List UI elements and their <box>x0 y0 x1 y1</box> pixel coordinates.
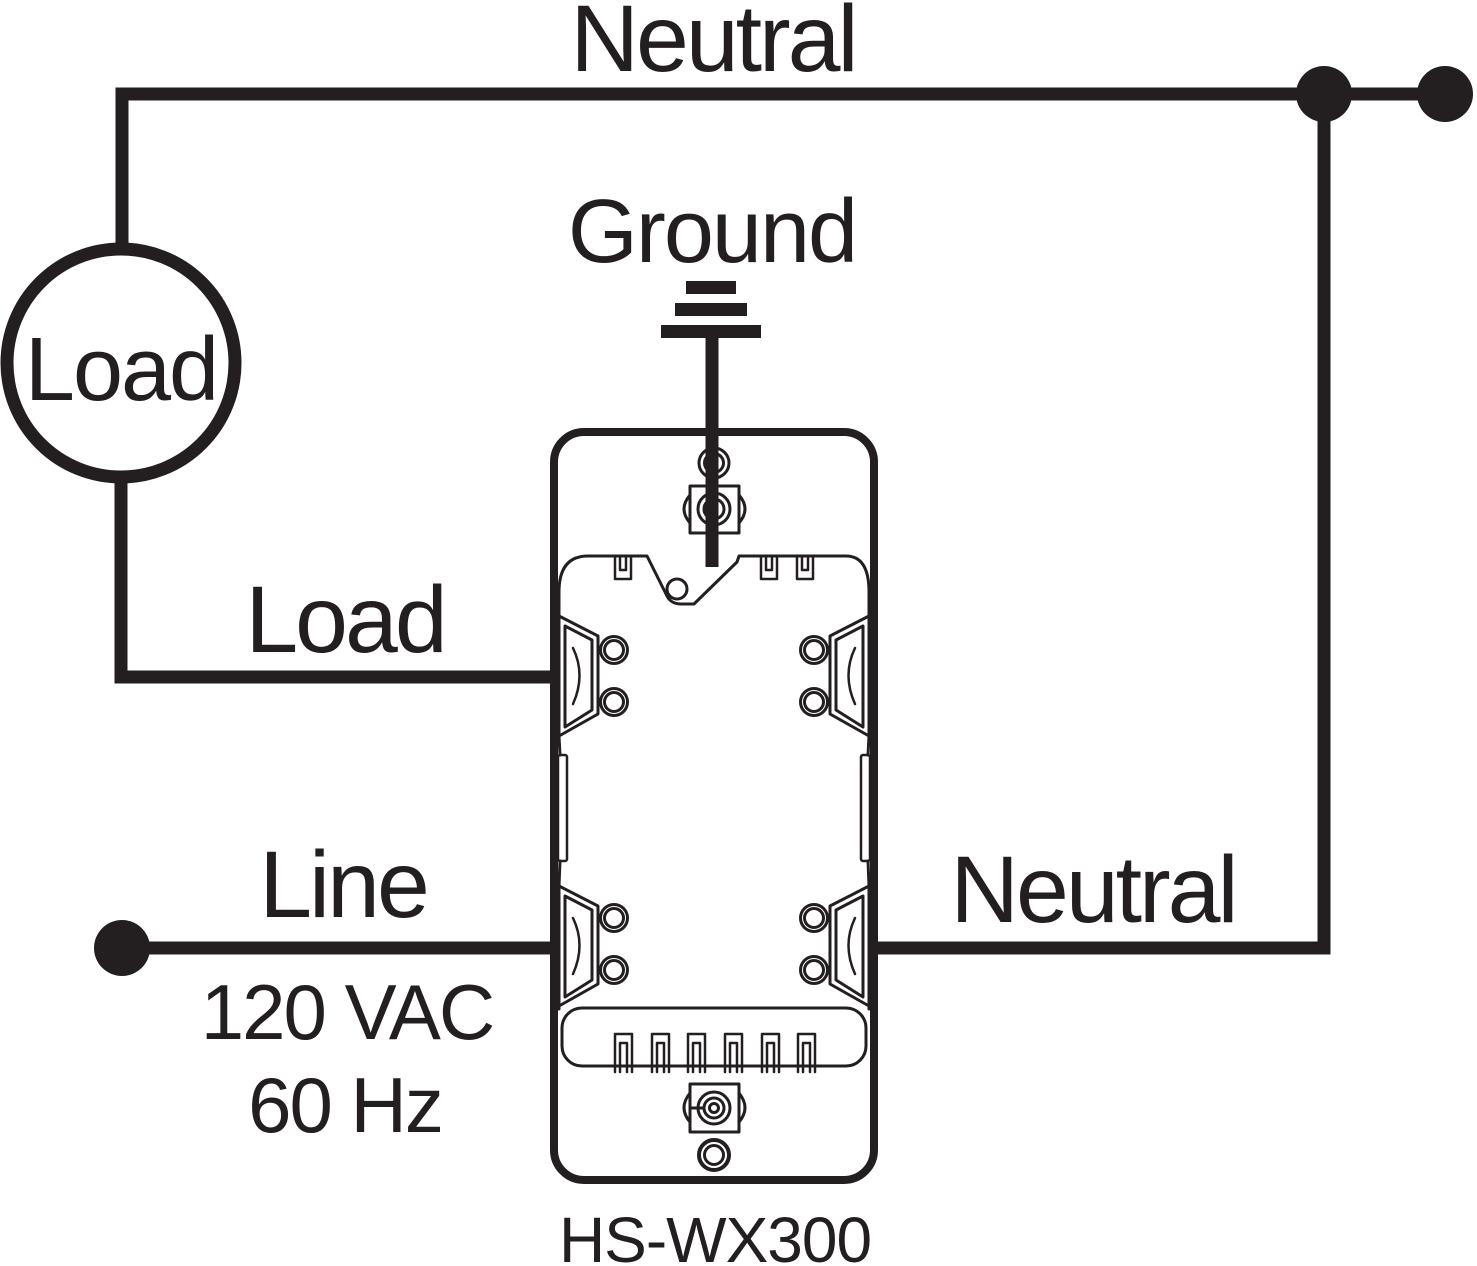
frequency-label: 60 Hz <box>248 1061 442 1149</box>
ground-symbol <box>661 281 761 338</box>
neutral-end-dot <box>1417 66 1473 122</box>
neutral-wire-top <box>115 87 1445 256</box>
ground-plate-hole <box>665 577 689 601</box>
load-wire <box>114 466 552 684</box>
ground-bar-medium <box>675 303 747 316</box>
load-terminal-label: Load <box>245 567 444 673</box>
voltage-label: 120 VAC <box>201 968 493 1056</box>
line-terminal-dot <box>94 920 150 976</box>
load-device-label: Load <box>25 320 217 420</box>
bottom-mounting-screw <box>682 1082 747 1134</box>
neutral-junction-dot <box>1296 66 1352 122</box>
terminal-screw-holes <box>599 635 829 985</box>
connector-strip <box>560 1006 868 1074</box>
ground-label: Ground <box>568 182 856 282</box>
neutral-terminal-label: Neutral <box>950 837 1235 943</box>
line-terminal-label: Line <box>259 832 427 938</box>
neutral-wire-right <box>876 94 1331 955</box>
yoke-plate <box>556 554 872 1011</box>
device-model-label: HS-WX300 <box>559 1204 871 1266</box>
load-device-circle <box>0 242 242 484</box>
ground-bar-small <box>686 281 736 294</box>
terminal-clamps <box>557 614 871 1008</box>
bottom-screw-hole <box>697 1138 731 1172</box>
neutral-label-top: Neutral <box>570 0 855 92</box>
ground-bar-large <box>661 325 761 338</box>
